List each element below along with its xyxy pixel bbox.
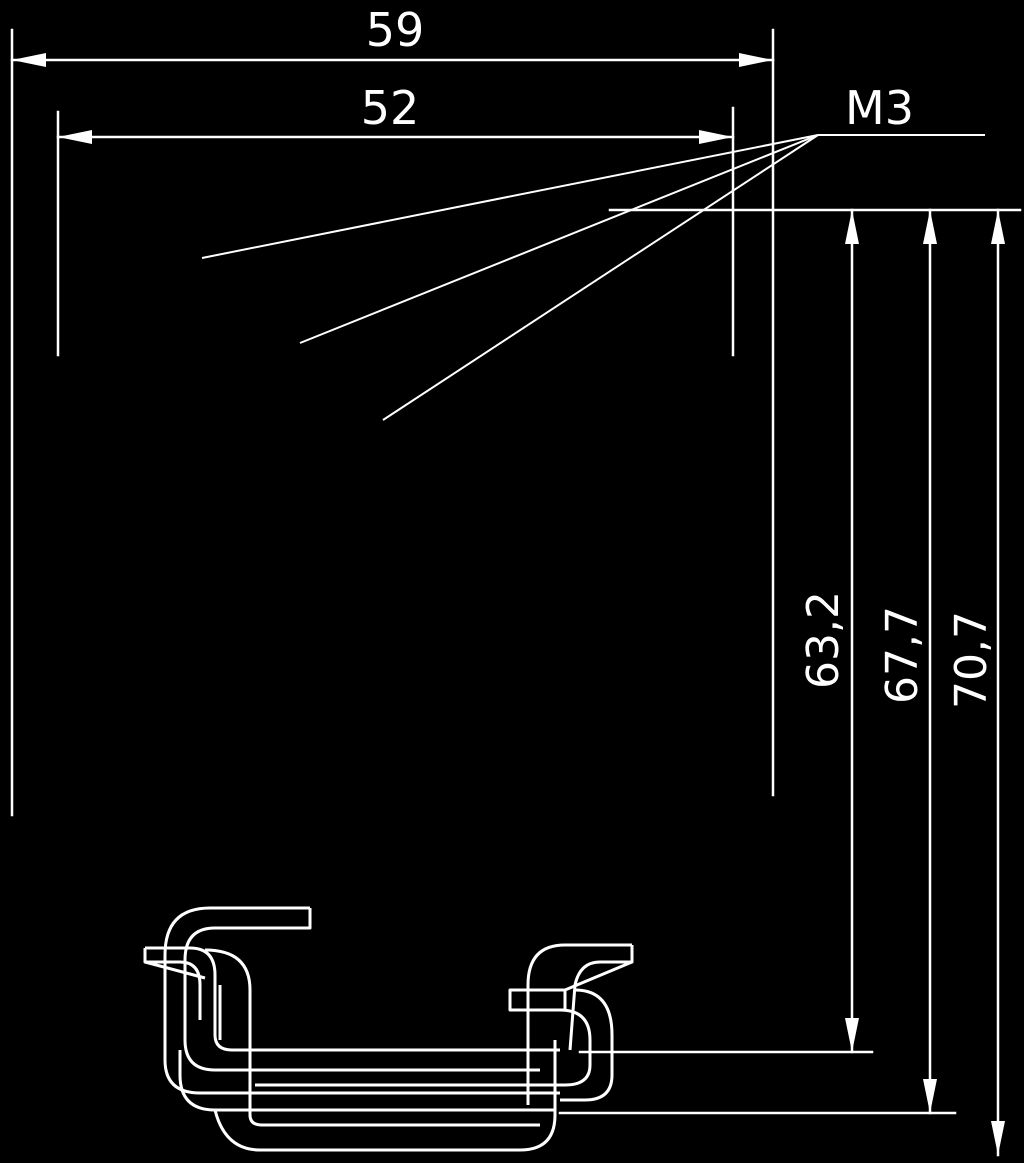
inner-body-2 — [204, 948, 540, 1127]
right-outer-curve — [560, 988, 614, 1102]
left-flange-edge — [144, 960, 206, 980]
left-flange — [145, 946, 560, 1052]
dim-label-63-2: 63,2 — [798, 591, 849, 689]
arrow-left-59 — [12, 53, 46, 67]
arrow-top-63-2 — [845, 210, 859, 244]
base-outer — [213, 1040, 557, 1152]
handle-outer-curve — [163, 906, 560, 1095]
dimension-63-2: 63,2 — [578, 208, 874, 1054]
arrow-right-52 — [699, 130, 733, 144]
handle-top-tab — [183, 908, 540, 1072]
right-flange — [568, 945, 634, 1051]
arrow-bottom-63-2 — [845, 1018, 859, 1052]
leader-line-1 — [201, 134, 819, 259]
arrow-top-70-7 — [991, 210, 1005, 244]
dim-label-70-7: 70,7 — [946, 611, 997, 709]
arrow-bottom-67-7 — [923, 1079, 937, 1113]
left-flange-lower — [143, 948, 202, 1020]
dimension-59: 59 — [10, 3, 775, 817]
dim-label-67-7: 67,7 — [877, 606, 928, 704]
leader-line-2 — [299, 134, 819, 344]
dim-label-59: 59 — [366, 3, 425, 57]
arrow-right-59 — [739, 53, 773, 67]
dimension-67-7: 67,7 — [558, 208, 957, 1115]
dim-label-52: 52 — [361, 81, 420, 135]
thread-callout-m3: M3 — [201, 81, 985, 421]
right-flange-edge — [564, 960, 633, 992]
arrow-left-52 — [58, 130, 92, 144]
arrow-top-67-7 — [923, 210, 937, 244]
leader-line-3 — [382, 134, 819, 421]
right-flange-top — [526, 943, 632, 1105]
dimension-70-7: 70,7 — [946, 208, 1005, 1157]
right-tab — [508, 988, 567, 1012]
arrow-bottom-70-7 — [991, 1121, 1005, 1155]
thread-label: M3 — [845, 81, 914, 135]
handle-part — [143, 906, 634, 1152]
dimension-52: 52 — [56, 81, 735, 357]
right-inner-curve — [255, 1008, 592, 1087]
inner-body-3 — [178, 1050, 555, 1112]
